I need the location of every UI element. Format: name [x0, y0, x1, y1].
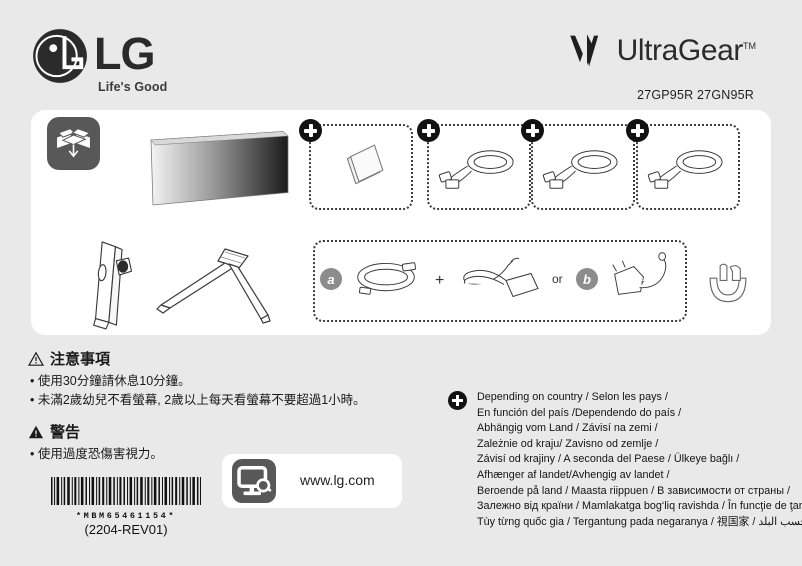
caution-item-text: 未滿2歲幼兒不看螢幕, 2歲以上每天看螢幕不要超過1小時。 [37, 393, 366, 407]
barcode-icon [51, 477, 201, 505]
plus-badge-icon [417, 119, 440, 142]
safety-notice: 注意事項 • 使用30分鐘請休息10分鐘。 • 未滿2歲幼兒不看螢幕, 2歲以上… [28, 348, 428, 465]
cable-coil-icon [647, 150, 723, 189]
country-note: Depending on country / Selon les pays / … [448, 390, 802, 530]
lgcom-url[interactable]: www.lg.com [300, 472, 375, 488]
model-numbers: 27GP95R 27GN95R [637, 88, 754, 102]
or-label: or [552, 272, 563, 286]
trademark-symbol: TM [743, 41, 756, 51]
country-note-line: Depending on country / Selon les pays / [477, 391, 668, 403]
cable-holder-icon [709, 263, 747, 303]
ultragear-v-logo-icon [569, 34, 598, 67]
accessory-box-manual [309, 124, 413, 210]
caution-title: 注意事項 [50, 351, 111, 368]
power-adapter-brick-icon [463, 257, 539, 298]
lg-face-logo-icon [33, 29, 87, 83]
power-accessory-box [313, 240, 687, 322]
plus-badge-icon [521, 119, 544, 142]
warning-item-text: 使用過度恐傷害視力。 [37, 447, 163, 461]
open-box-icon [47, 117, 100, 170]
plus-badge-icon [448, 391, 467, 410]
user-manual-icon [346, 144, 384, 185]
power-cord-icon [357, 262, 416, 295]
caution-item-text: 使用30分鐘請休息10分鐘。 [37, 374, 191, 388]
cable-coil-icon [438, 150, 514, 189]
country-note-line: Abhängig vom Land / Závisí na zemi / [477, 422, 658, 435]
country-note-line: Залежно від країни / Mamlakatga bog‘liq … [477, 500, 802, 513]
ultragear-text: UltraGear [616, 34, 744, 67]
barcode-revision: (2204-REV01) [84, 522, 168, 537]
plus-symbol: + [435, 272, 445, 289]
country-note-line: Tùy từng quốc gia / Tergantung pada nega… [477, 515, 802, 528]
wall-plug-adapter-icon [612, 252, 667, 295]
warning-item: • 使用過度恐傷害視力。 [30, 447, 163, 461]
warning-heading: 警告 [28, 421, 428, 442]
country-note-line: En función del país /Dependendo do país … [477, 406, 682, 419]
warning-triangle-outline-icon [28, 351, 44, 366]
country-note-line: Zależnie od kraju/ Zavisno od zemlje / [477, 437, 659, 450]
option-a-badge: a [320, 268, 342, 290]
option-b-badge: b [576, 268, 598, 290]
plus-badge-icon [626, 119, 649, 142]
accessory-box-cable-3 [636, 124, 740, 210]
accessory-box-cable-1 [427, 124, 531, 210]
lg-logo: LG Life's Good [32, 28, 242, 98]
country-note-lines: Depending on country / Selon les pays / … [477, 390, 802, 530]
ultragear-logo: UltraGearTM [566, 28, 756, 74]
caution-item: • 未滿2歲幼兒不看螢幕, 2歲以上每天看螢幕不要超過1小時。 [30, 393, 366, 407]
caution-heading: 注意事項 [28, 348, 428, 369]
ultragear-wordmark: UltraGearTM [617, 34, 756, 68]
monitor-panel-icon [150, 131, 289, 206]
plus-badge-icon [299, 119, 322, 142]
barcode-block: *MBM65461154* (2204-REV01) [50, 477, 202, 537]
cable-coil-icon [542, 150, 618, 189]
accessory-box-cable-2 [531, 124, 635, 210]
monitor-search-icon [232, 459, 276, 503]
country-note-line: Beroende på land / Maasta riippuen / В з… [477, 484, 791, 497]
barcode-number: *MBM65461154* [75, 511, 177, 521]
caution-item: • 使用30分鐘請休息10分鐘。 [30, 374, 191, 388]
country-note-line: Afhænger af landet/Avhengig av landet / [477, 468, 670, 481]
warning-title: 警告 [50, 424, 81, 441]
lg-tagline: Life's Good [98, 80, 168, 94]
lg-wordmark: LG [94, 28, 155, 79]
warning-triangle-filled-icon [29, 425, 43, 438]
stand-base-icon [156, 248, 271, 324]
stand-body-icon [93, 241, 133, 330]
country-note-line: Závisí od krajiny / A seconda del Paese … [477, 453, 740, 466]
